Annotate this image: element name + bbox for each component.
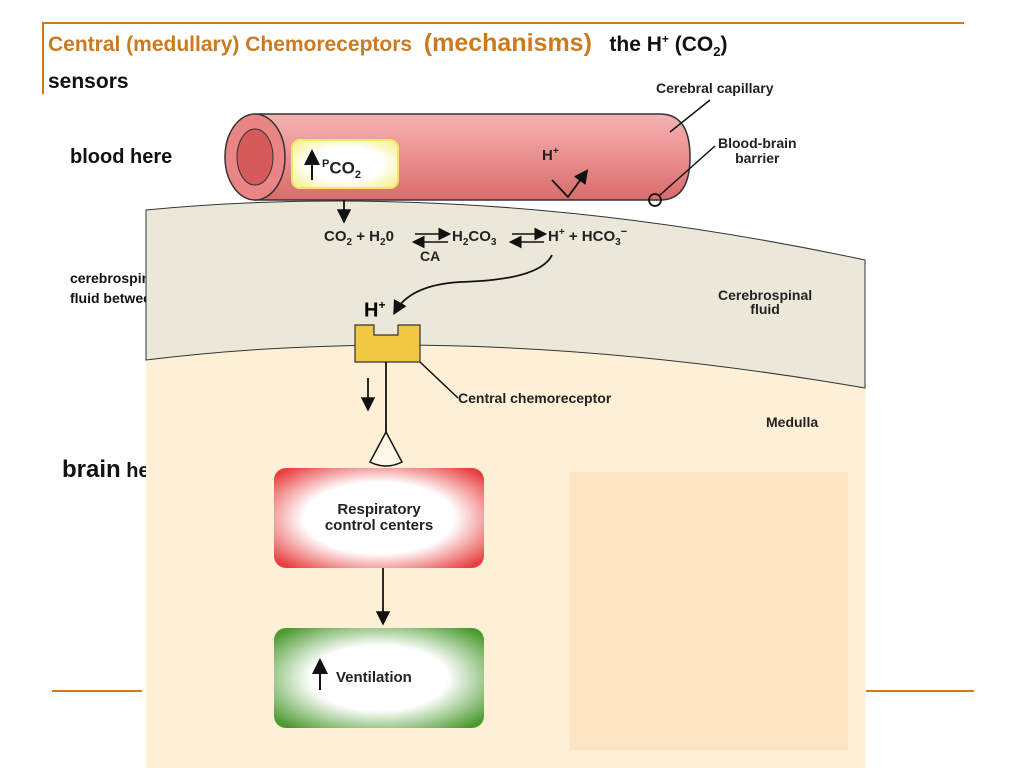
label-cerebrospinal-fluid: Cerebrospinal fluid xyxy=(718,287,813,317)
title-part2: (mechanisms) xyxy=(423,29,592,57)
bottom-rule-left xyxy=(52,690,142,692)
chemoreceptor-shape xyxy=(354,324,421,363)
csf-region xyxy=(145,200,866,389)
label-reaction-h2co3: H2CO3 xyxy=(452,228,497,248)
bottom-rule-right xyxy=(866,690,974,692)
capillary-end-inner xyxy=(236,128,274,186)
label-hplus-capillary: H+ xyxy=(542,146,559,164)
label-blood-here: blood here xyxy=(70,146,173,168)
title-line2: sensors xyxy=(48,70,129,94)
title-top-rule xyxy=(42,22,964,24)
label-cerebral-capillary: Cerebral capillary xyxy=(656,80,774,96)
label-central-chemoreceptor: Central chemoreceptor xyxy=(458,390,612,406)
title-part3: the H+ (CO2) xyxy=(609,32,728,60)
bbb-circle xyxy=(648,193,662,207)
label-medulla: Medulla xyxy=(766,414,819,430)
label-hplus-csf: H+ xyxy=(364,298,386,322)
label-ventilation: Ventilation xyxy=(336,669,412,686)
label-respiratory-centers: Respiratory control centers xyxy=(324,501,434,534)
label-reaction-ca: CA xyxy=(420,248,441,264)
ventilation-box xyxy=(274,628,484,728)
title-left-rule xyxy=(42,22,44,94)
respiratory-centers-box xyxy=(274,468,484,568)
diagram-graphics xyxy=(145,99,866,768)
label-pco2: PCO2 xyxy=(322,158,361,182)
label-csf-between: cerebrospinal fluid between xyxy=(70,270,162,306)
title-part1: Central (medullary) Chemoreceptors xyxy=(48,33,413,56)
label-reaction-co2-h2o: CO2 + H20 xyxy=(324,228,394,248)
label-reaction-h-hco3: H+ + HCO3− xyxy=(548,226,628,248)
slide-title: Central (medullary) Chemoreceptors (mech… xyxy=(48,24,988,97)
label-blood-brain-barrier: Blood-brain barrier xyxy=(718,135,797,166)
chemoreceptor-diagram: Cerebral capillary Blood-brain barrier P… xyxy=(140,70,880,768)
medulla-inner-box xyxy=(570,472,848,750)
